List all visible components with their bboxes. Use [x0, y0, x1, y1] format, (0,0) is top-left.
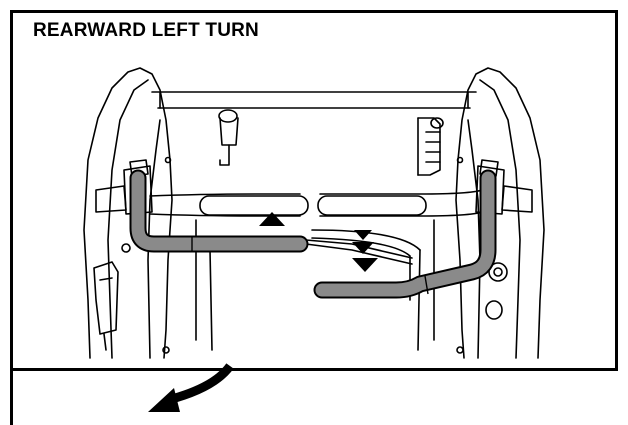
- throttle-knob: [218, 109, 239, 166]
- fasteners: [121, 156, 464, 354]
- left-motion-control-lever: [129, 169, 309, 253]
- right-motion-control-lever: [313, 169, 497, 299]
- parking-brake-handle: [93, 261, 119, 351]
- right-fender: [455, 67, 545, 359]
- double-triangle-down-icon: [352, 230, 378, 272]
- pivot-crossbar: [149, 189, 483, 217]
- left-fender: [83, 67, 173, 359]
- frame-border-bottom: [10, 368, 618, 371]
- linkage-lines: [305, 239, 413, 265]
- triangle-up-icon: [259, 212, 285, 226]
- right-lever-pivot: [475, 159, 533, 215]
- height-adjust-bracket: [417, 117, 444, 176]
- figure-title: REARWARD LEFT TURN: [33, 20, 259, 41]
- curved-arrow-down-left-icon: [148, 363, 234, 412]
- left-lever-pivot: [95, 159, 153, 215]
- seat-back-rail: [151, 91, 477, 109]
- frame-border-top: [10, 10, 618, 13]
- frame-border-left: [10, 10, 13, 425]
- frame-border-right: [615, 10, 618, 370]
